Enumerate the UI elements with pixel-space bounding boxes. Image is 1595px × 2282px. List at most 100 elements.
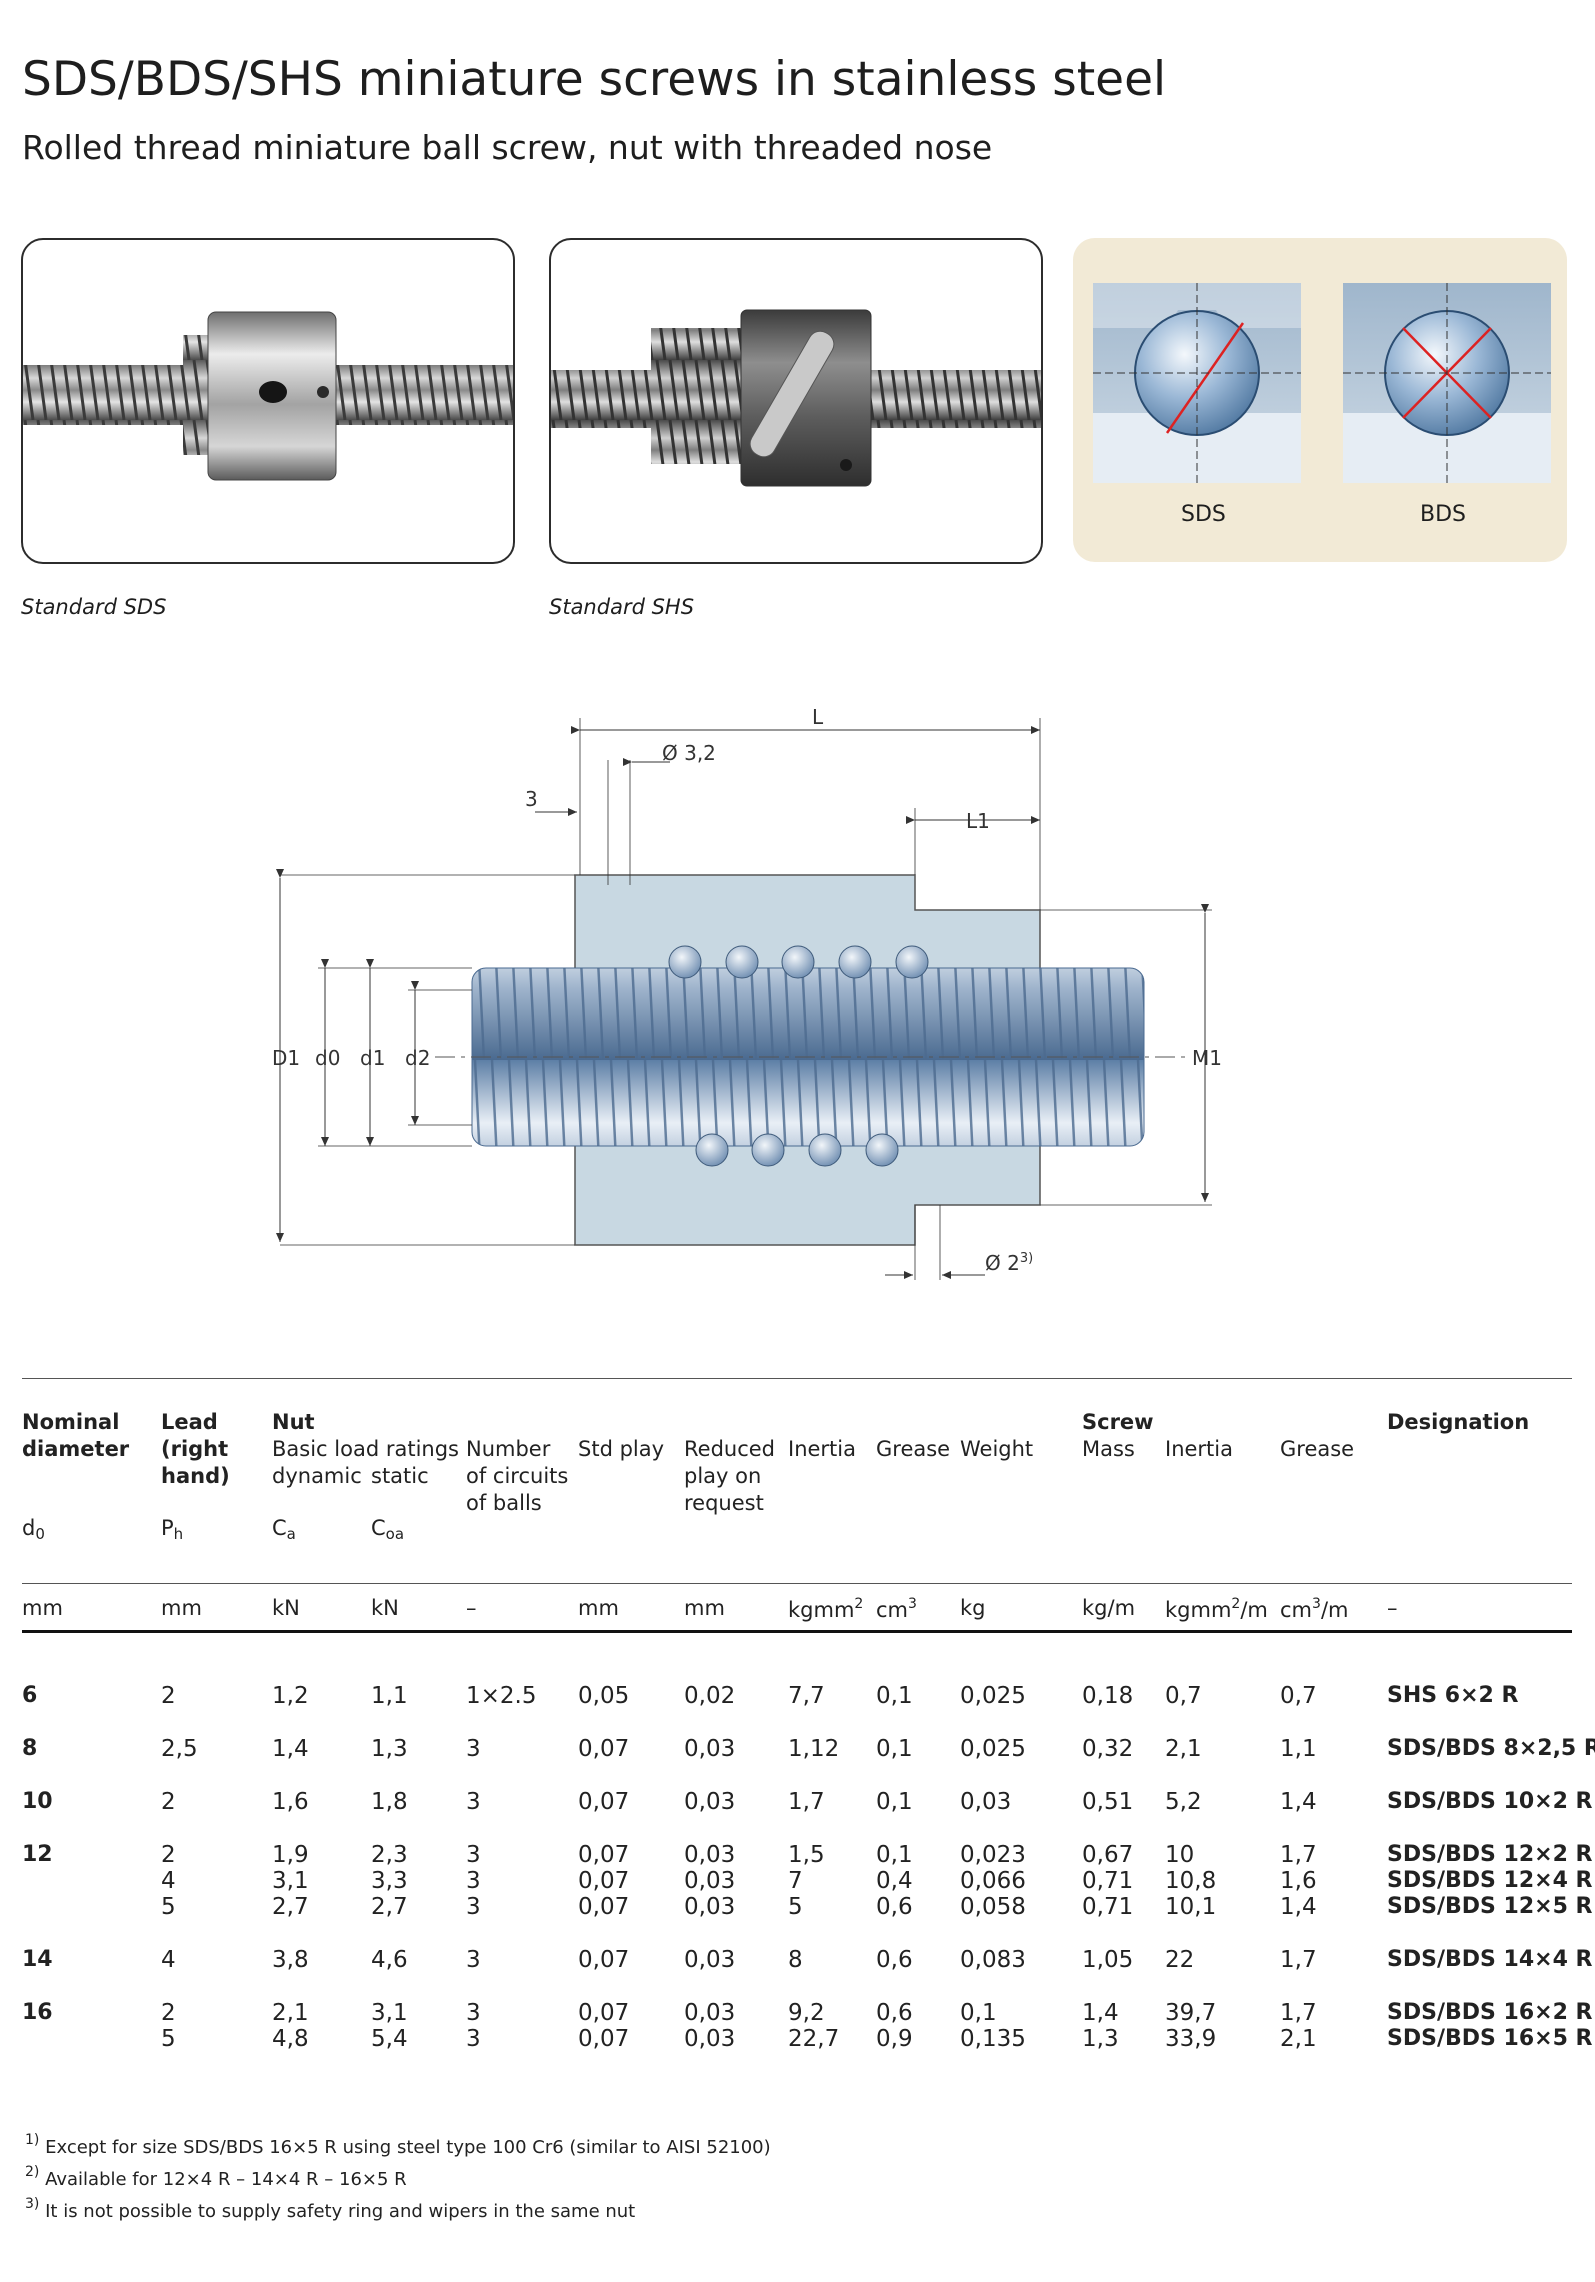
cell-ca: 4,8	[272, 2026, 309, 2052]
cell-grease: 0,6	[876, 2000, 913, 2026]
cell-weight: 0,025	[960, 1736, 1026, 1762]
sds-nut-illustration	[23, 311, 513, 481]
cell-screw-inertia: 22	[1165, 1947, 1195, 1973]
cell-screw-grease: 0,7	[1280, 1683, 1317, 1709]
cell-std-play: 0,07	[578, 1789, 630, 1815]
cell-reduced-play: 0,03	[684, 1868, 736, 1894]
cell-lead: 2	[161, 1683, 176, 1709]
cell-designation: SDS/BDS 16×5 R	[1387, 2026, 1593, 2051]
th-screw-inertia: Inertia	[1165, 1437, 1233, 1461]
label-sds: SDS	[1181, 502, 1226, 527]
cell-mass: 1,3	[1082, 2026, 1119, 2052]
cell-inertia: 7	[788, 1868, 803, 1894]
caption-standard-sds: Standard SDS	[21, 595, 167, 619]
th-lead-symbol: Ph	[161, 1516, 184, 1543]
cell-reduced-play: 0,03	[684, 1789, 736, 1815]
label-bds: BDS	[1420, 502, 1466, 527]
unit-nominal: mm	[22, 1596, 63, 1620]
cell-circuits: 3	[466, 1894, 481, 1920]
cell-lead: 4	[161, 1947, 176, 1973]
cell-reduced-play: 0,03	[684, 1947, 736, 1973]
cell-std-play: 0,07	[578, 2026, 630, 2052]
cell-screw-inertia: 2,1	[1165, 1736, 1202, 1762]
dim-d1: d1	[360, 1046, 385, 1070]
th-grease: Grease	[876, 1437, 951, 1461]
cell-ca: 1,2	[272, 1683, 309, 1709]
cell-inertia: 22,7	[788, 2026, 840, 2052]
cell-screw-grease: 1,7	[1280, 1947, 1317, 1973]
cell-inertia: 5	[788, 1894, 803, 1920]
cell-screw-grease: 1,7	[1280, 2000, 1317, 2026]
cell-ca: 2,1	[272, 2000, 309, 2026]
cell-circuits: 3	[466, 1868, 481, 1894]
cell-ca: 1,4	[272, 1736, 309, 1762]
cell-nominal: 6	[22, 1683, 38, 1708]
th-nominal: Nominal diameter	[22, 1410, 130, 1461]
cell-nominal: 10	[22, 1789, 53, 1814]
cell-coa: 4,6	[371, 1947, 408, 1973]
cell-mass: 0,51	[1082, 1789, 1134, 1815]
cell-mass: 0,32	[1082, 1736, 1134, 1762]
cell-inertia: 1,5	[788, 1842, 825, 1868]
cell-screw-inertia: 10,1	[1165, 1894, 1217, 1920]
cell-weight: 0,1	[960, 2000, 997, 2026]
cell-grease: 0,1	[876, 1683, 913, 1709]
caption-standard-shs: Standard SHS	[549, 595, 695, 619]
cell-nominal: 12	[22, 1842, 53, 1867]
cell-lead: 5	[161, 1894, 176, 1920]
cell-grease: 0,1	[876, 1789, 913, 1815]
footnote-3: 3) It is not possible to supply safety r…	[25, 2196, 636, 2222]
cell-std-play: 0,05	[578, 1683, 630, 1709]
ball-contact-diagram	[1093, 283, 1551, 483]
unit-circuits: –	[466, 1596, 477, 1620]
cell-lead: 2,5	[161, 1736, 198, 1762]
cell-inertia: 1,12	[788, 1736, 840, 1762]
dim-d0: d0	[315, 1046, 340, 1070]
cell-circuits: 3	[466, 1842, 481, 1868]
cell-designation: SDS/BDS 16×2 R	[1387, 2000, 1593, 2025]
cell-reduced-play: 0,03	[684, 1894, 736, 1920]
cell-nominal: 16	[22, 2000, 53, 2025]
dim-D1: D1	[272, 1046, 300, 1070]
th-std-play: Std play	[578, 1437, 665, 1461]
cell-screw-inertia: 10	[1165, 1842, 1195, 1868]
cell-lead: 2	[161, 1842, 176, 1868]
cell-circuits: 1×2.5	[466, 1683, 537, 1709]
th-circuits: Number of circuits of balls	[466, 1437, 569, 1515]
cell-grease: 0,4	[876, 1868, 913, 1894]
cell-coa: 5,4	[371, 2026, 408, 2052]
cell-reduced-play: 0,03	[684, 2026, 736, 2052]
cell-coa: 1,8	[371, 1789, 408, 1815]
cell-screw-inertia: 39,7	[1165, 2000, 1217, 2026]
cell-std-play: 0,07	[578, 1868, 630, 1894]
page-subtitle: Rolled thread miniature ball screw, nut …	[22, 128, 993, 167]
table-units-rule	[22, 1630, 1572, 1633]
cell-weight: 0,058	[960, 1894, 1026, 1920]
cell-designation: SDS/BDS 14×4 R	[1387, 1947, 1593, 1972]
cell-weight: 0,083	[960, 1947, 1026, 1973]
cell-weight: 0,025	[960, 1683, 1026, 1709]
cell-grease: 0,1	[876, 1842, 913, 1868]
th-lead: Lead (right hand)	[161, 1410, 230, 1488]
th-inertia: Inertia	[788, 1437, 856, 1461]
cell-mass: 1,05	[1082, 1947, 1134, 1973]
photo-standard-shs	[549, 238, 1043, 564]
cell-mass: 1,4	[1082, 2000, 1119, 2026]
page-title: SDS/BDS/SHS miniature screws in stainles…	[22, 52, 1167, 107]
th-weight: Weight	[960, 1437, 1034, 1461]
balls-row-bottom	[695, 1133, 899, 1167]
cell-reduced-play: 0,02	[684, 1683, 736, 1709]
unit-weight: kg	[960, 1596, 986, 1620]
unit-reduced-play: mm	[684, 1596, 725, 1620]
th-dynamic: dynamic	[272, 1464, 362, 1488]
cell-screw-inertia: 33,9	[1165, 2026, 1217, 2052]
unit-screw-grease: cm3/m	[1280, 1596, 1349, 1622]
th-nominal-symbol: d0	[22, 1516, 45, 1543]
balls-row-top	[668, 945, 929, 979]
cell-coa: 3,3	[371, 1868, 408, 1894]
cell-inertia: 7,7	[788, 1683, 825, 1709]
cell-ca: 1,9	[272, 1842, 309, 1868]
cell-lead: 2	[161, 2000, 176, 2026]
cell-screw-inertia: 10,8	[1165, 1868, 1217, 1894]
dim-hole: Ø 3,2	[662, 741, 716, 765]
